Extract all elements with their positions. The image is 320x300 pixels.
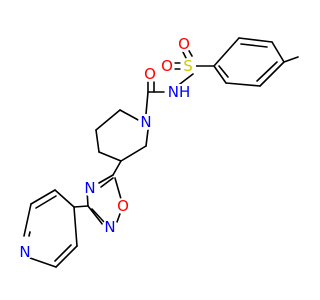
bond bbox=[73, 206, 78, 247]
bond bbox=[95, 129, 100, 153]
bond bbox=[30, 189, 56, 205]
atom-bg bbox=[180, 58, 196, 74]
bond bbox=[28, 231, 31, 237]
bond bbox=[256, 61, 278, 82]
atom-label: NH bbox=[168, 83, 191, 101]
atom-label: N bbox=[84, 179, 95, 197]
bond bbox=[240, 43, 268, 48]
atom-label: O bbox=[144, 65, 156, 83]
bond bbox=[145, 129, 149, 147]
atom-label: O bbox=[161, 57, 173, 75]
bond bbox=[54, 189, 75, 208]
bond bbox=[35, 195, 57, 209]
atom-bg bbox=[115, 198, 131, 214]
atom-label: N bbox=[104, 218, 115, 236]
atom-bg bbox=[17, 244, 33, 260]
atom-bg bbox=[167, 84, 191, 100]
bond bbox=[238, 37, 273, 43]
bond bbox=[95, 109, 121, 131]
atom-label: O bbox=[117, 197, 129, 215]
bond bbox=[54, 244, 72, 262]
bond bbox=[100, 177, 114, 188]
bond bbox=[55, 245, 78, 268]
bond bbox=[87, 205, 104, 226]
atom-label: N bbox=[140, 113, 151, 131]
bond bbox=[98, 174, 114, 184]
bond bbox=[23, 203, 32, 237]
bond bbox=[225, 82, 261, 87]
bond bbox=[283, 56, 299, 63]
atom-label: O bbox=[178, 35, 190, 53]
atom-bg bbox=[142, 66, 158, 82]
bond bbox=[145, 91, 149, 115]
bond bbox=[114, 177, 122, 200]
bond bbox=[91, 208, 105, 223]
bond bbox=[259, 61, 285, 87]
bond bbox=[120, 145, 147, 162]
bond bbox=[73, 205, 89, 208]
atom-label: N bbox=[19, 243, 30, 261]
atom-label: S bbox=[183, 57, 193, 75]
atom-bg bbox=[102, 219, 118, 235]
atom-bg bbox=[159, 58, 175, 74]
bond bbox=[98, 151, 122, 162]
atoms: O O S NH O N N O N N bbox=[17, 35, 196, 261]
atom-bg bbox=[138, 114, 154, 130]
bond bbox=[213, 65, 227, 84]
bond bbox=[112, 160, 122, 176]
bond bbox=[271, 41, 285, 63]
atom-bg bbox=[82, 180, 98, 196]
bond bbox=[213, 37, 240, 67]
atom-bg bbox=[176, 36, 192, 52]
bonds bbox=[23, 37, 299, 268]
bond bbox=[119, 109, 141, 122]
molecule-diagram: O O S NH O N N O N N bbox=[17, 35, 299, 268]
bond bbox=[29, 257, 57, 268]
bond bbox=[218, 65, 229, 78]
